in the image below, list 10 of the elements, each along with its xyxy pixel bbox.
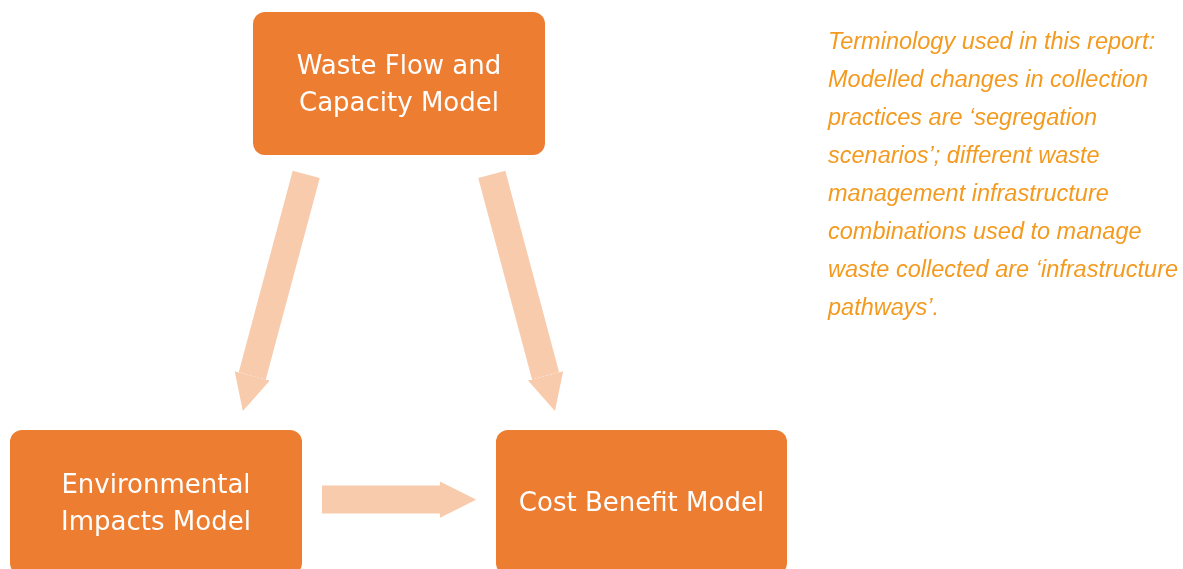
process-box (496, 430, 787, 569)
box-label: Waste Flow and Capacity Model (295, 48, 503, 119)
process-box (10, 430, 302, 569)
box-label: Environmental Impacts Model (60, 467, 252, 538)
process-box (253, 12, 545, 155)
block-arrow (234, 170, 320, 412)
block-arrow (478, 170, 564, 412)
block-arrow (322, 481, 477, 518)
terminology-note: Terminology used in this report: Modelled changes in collection practices are ‘segregation scenarios’; different waste management infrastructure combinations used to manage waste collected are ‘infrastructure pathways’. (828, 27, 1180, 322)
box-label: Cost Benefit Model (518, 486, 765, 519)
